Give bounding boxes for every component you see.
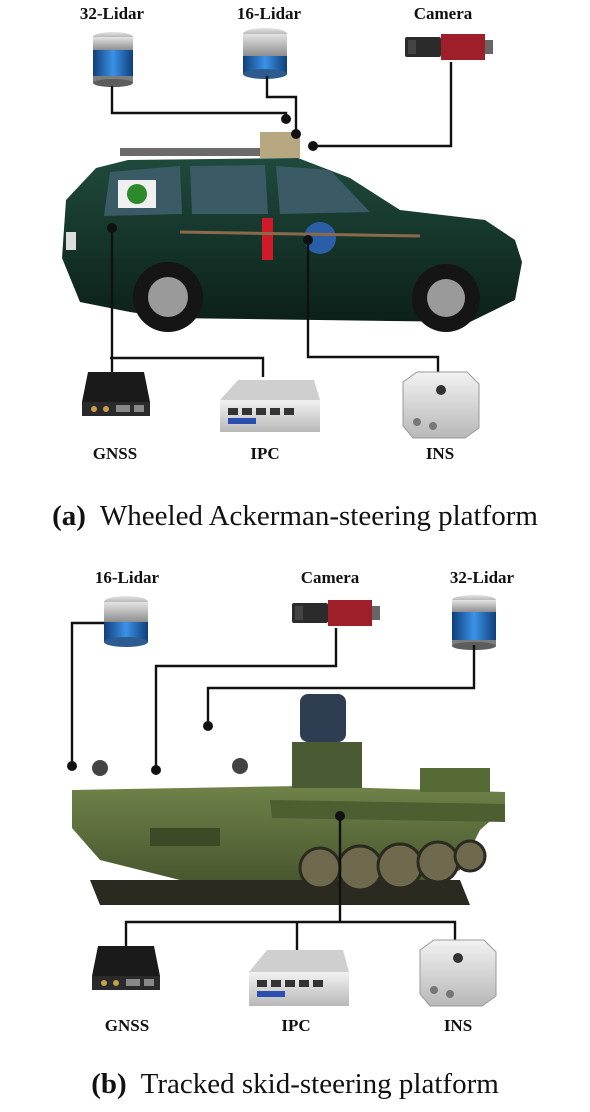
label-ipc-a: IPC: [250, 444, 279, 463]
inertial-nav-icon: [402, 371, 480, 439]
label-ipc-b: IPC: [281, 1016, 310, 1035]
caption-b-text: Tracked skid-steering platform: [140, 1068, 499, 1100]
panel-b: 16-Lidar Camera 32-Lidar: [67, 568, 515, 1035]
label-gnss-b: GNSS: [105, 1016, 149, 1035]
caption-a-text: Wheeled Ackerman-steering platform: [99, 500, 538, 532]
lidar-sensor-icon: [452, 595, 496, 650]
caption-a-letter: (a): [52, 500, 86, 532]
industrial-camera-icon: [292, 600, 380, 626]
caption-b-letter: (b): [91, 1068, 127, 1100]
label-ins-a: INS: [426, 444, 454, 463]
industrial-pc-icon: [249, 950, 349, 1006]
wire-junctions-a: [107, 114, 318, 245]
inertial-nav-icon: [419, 939, 497, 1007]
label-32-lidar-a: 32-Lidar: [80, 4, 145, 23]
wires-top-b: [70, 621, 476, 950]
label-camera-a: Camera: [414, 4, 473, 23]
industrial-pc-icon: [220, 380, 320, 432]
lidar-sensor-icon: [243, 28, 287, 79]
gnss-receiver-icon: [92, 946, 160, 990]
industrial-camera-icon: [405, 34, 493, 60]
label-32-lidar-b: 32-Lidar: [450, 568, 515, 587]
label-ins-b: INS: [444, 1016, 472, 1035]
tracked-vehicle: [72, 694, 505, 905]
label-16-lidar-a: 16-Lidar: [237, 4, 302, 23]
label-gnss-a: GNSS: [93, 444, 137, 463]
wheeled-vehicle: [62, 132, 522, 332]
label-camera-b: Camera: [301, 568, 360, 587]
lidar-sensor-icon: [93, 32, 133, 87]
lidar-sensor-icon: [104, 596, 148, 647]
caption-b: (b) Tracked skid-steering platform: [0, 1068, 590, 1101]
wire-junctions-b: [67, 721, 345, 821]
caption-a: (a) Wheeled Ackerman-steering platform: [0, 500, 590, 533]
gnss-receiver-icon: [82, 372, 150, 416]
panel-a: 32-Lidar 16-Lidar Camera: [62, 4, 522, 463]
label-16-lidar-b: 16-Lidar: [95, 568, 160, 587]
wires-top-a: [110, 62, 453, 377]
